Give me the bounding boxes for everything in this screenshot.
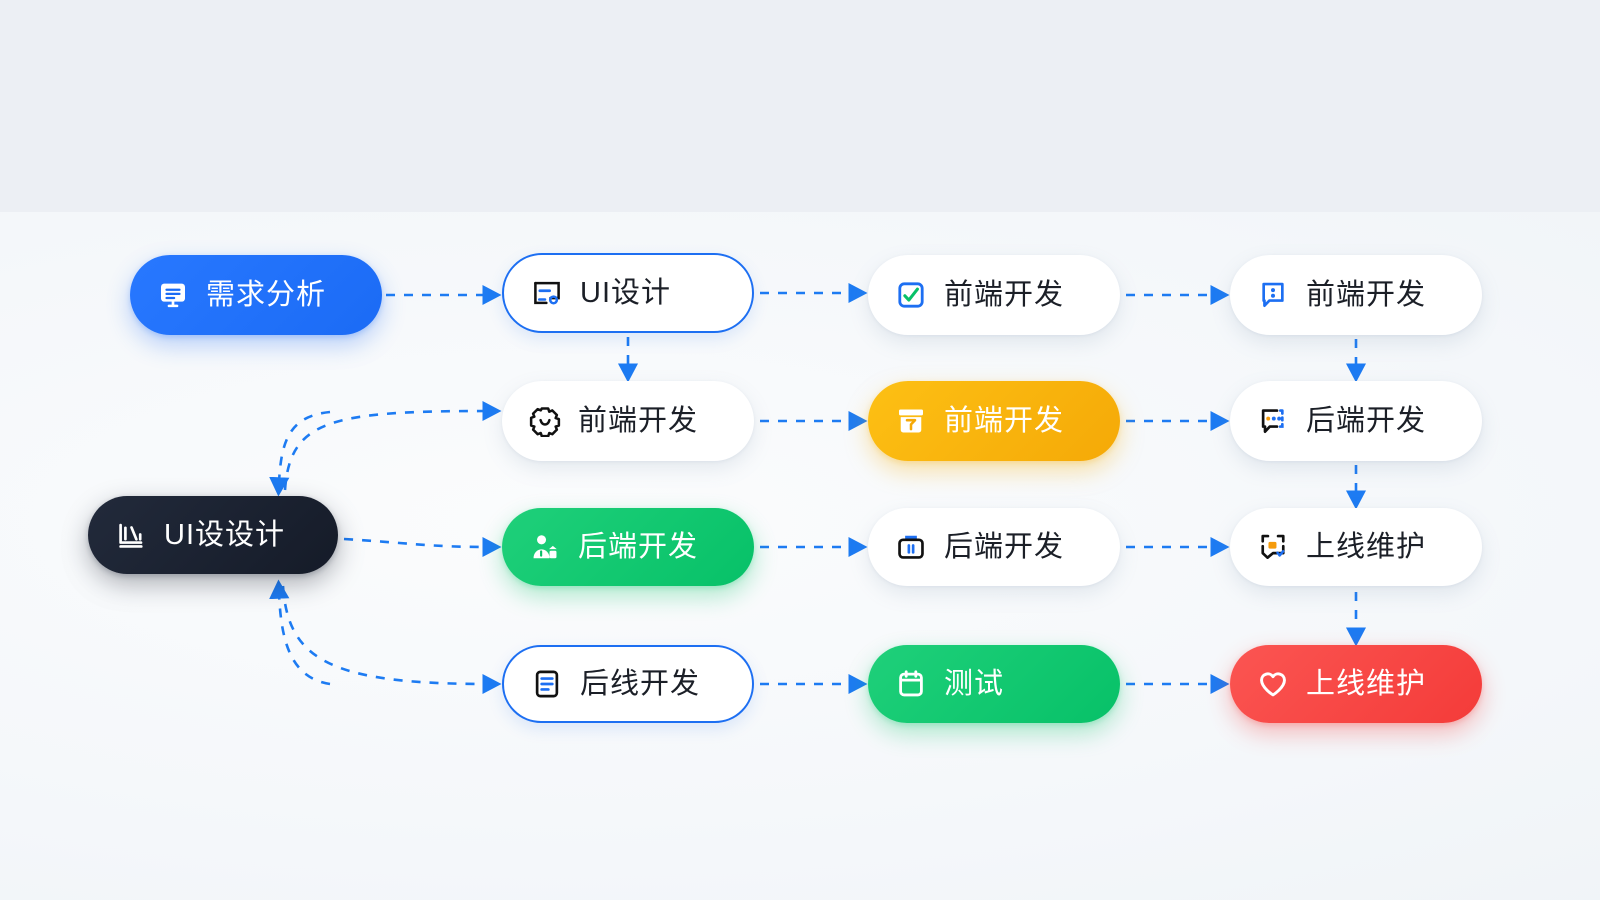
node-label: 测试 [944, 667, 1005, 700]
package-box-icon [894, 404, 928, 438]
node-frontend-dev-2[interactable]: 前端开发 [1230, 255, 1482, 335]
node-launch-maintain-2[interactable]: 上线维护 [1230, 645, 1482, 723]
node-backend-dev-3[interactable]: 后端开发 [868, 508, 1120, 586]
node-label: 上线维护 [1306, 530, 1427, 563]
node-ui-design[interactable]: UI设计 [502, 253, 754, 333]
briefcase-icon [894, 530, 928, 564]
user-person-icon [528, 530, 562, 564]
node-label: 后端开发 [578, 530, 699, 563]
node-label: 上线维护 [1306, 667, 1427, 700]
node-backline-dev[interactable]: 后线开发 [502, 645, 754, 723]
node-label: 前端开发 [1306, 278, 1427, 311]
image-picture-icon [1256, 530, 1290, 564]
layout-panel-icon [530, 276, 564, 310]
checkbox-check-icon [894, 278, 928, 312]
node-label: 前端开发 [578, 404, 699, 437]
chat-contact-icon [1256, 278, 1290, 312]
edge-n8-n5 [283, 400, 502, 491]
node-backend-dev-2[interactable]: 后端开发 [502, 508, 754, 586]
node-frontend-dev-4[interactable]: 前端开发 [868, 381, 1120, 461]
edge-n8-n9 [343, 536, 502, 558]
node-label: UI设设计 [164, 518, 286, 551]
heart-icon [1256, 667, 1290, 701]
edge-n5-n8 [269, 410, 331, 497]
edge-n8-n12 [281, 585, 502, 695]
node-label: 后端开发 [944, 530, 1065, 563]
node-testing[interactable]: 测试 [868, 645, 1120, 723]
node-requirement-analysis[interactable]: 需求分析 [130, 255, 382, 335]
node-launch-maintain-1[interactable]: 上线维护 [1230, 508, 1482, 586]
node-frontend-dev-1[interactable]: 前端开发 [868, 255, 1120, 335]
node-label: 需求分析 [206, 278, 327, 311]
node-frontend-dev-3[interactable]: 前端开发 [502, 381, 754, 461]
node-backend-dev-1[interactable]: 后端开发 [1230, 381, 1482, 461]
node-label: UI设计 [580, 276, 672, 309]
calendar-icon [894, 667, 928, 701]
gear-icon [528, 404, 562, 438]
node-label: 后线开发 [580, 667, 701, 700]
document-lines-icon [530, 667, 564, 701]
node-ui-design-alt[interactable]: UI设设计 [88, 496, 338, 574]
node-label: 前端开发 [944, 278, 1065, 311]
node-label: 前端开发 [944, 404, 1065, 437]
chart-analytics-icon [114, 518, 148, 552]
node-label: 后端开发 [1306, 404, 1427, 437]
monitor-document-icon [156, 278, 190, 312]
chat-dots-icon [1256, 404, 1290, 438]
